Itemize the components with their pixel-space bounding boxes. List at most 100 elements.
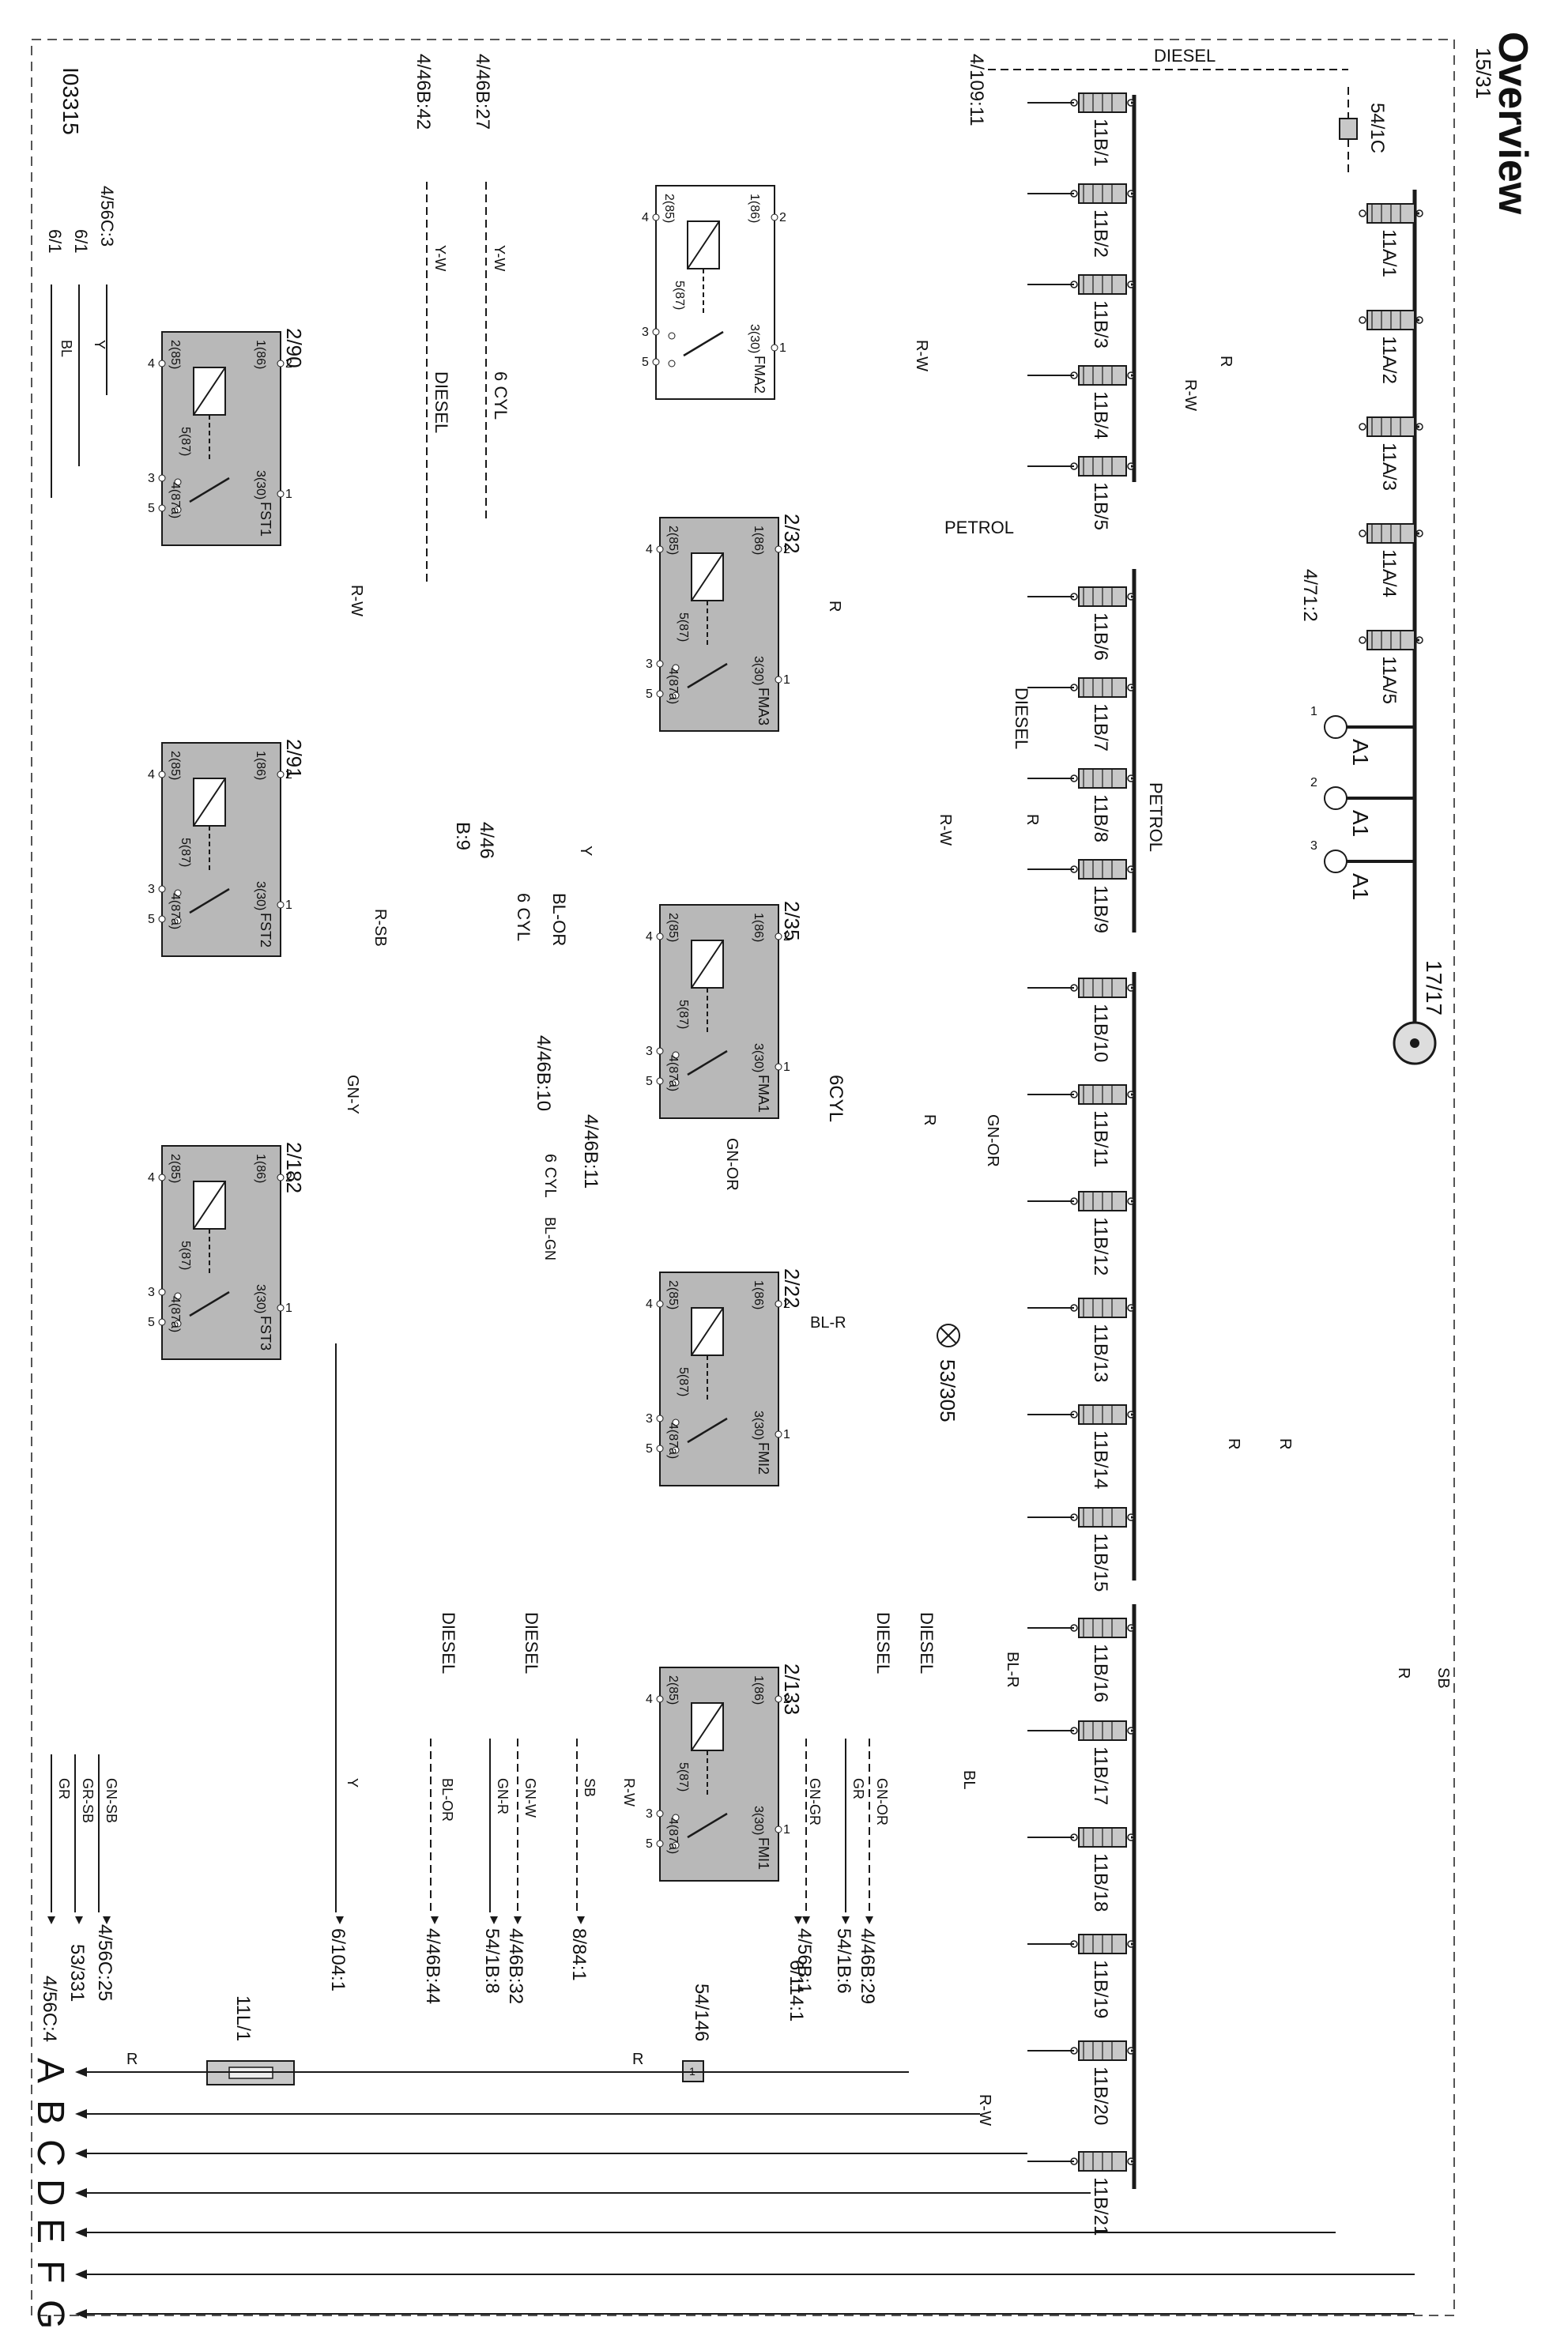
- fuse-label: 11B/13: [1090, 1324, 1111, 1382]
- fuse-label: 11B/18: [1090, 1853, 1111, 1912]
- svg-text:5(87): 5(87): [673, 281, 686, 310]
- fuse-11b-9: 11B/9: [1070, 859, 1135, 933]
- svg-text:3(30): 3(30): [752, 1043, 765, 1072]
- fuse-label: 11A/2: [1378, 336, 1400, 384]
- svg-text:2(85): 2(85): [666, 1280, 680, 1309]
- svg-text:2: 2: [783, 1298, 790, 1311]
- svg-text:2(85): 2(85): [168, 340, 182, 369]
- fuse-label: 11B/3: [1090, 300, 1111, 349]
- fuse-11b-17: 11B/17: [1070, 1720, 1135, 1805]
- fuse-11b-15: 11B/15: [1070, 1507, 1135, 1592]
- svg-text:BL: BL: [58, 340, 74, 357]
- svg-text:GN-GR: GN-GR: [807, 1778, 823, 1825]
- svg-text:1(86): 1(86): [752, 1280, 765, 1309]
- frame-border: [31, 39, 1455, 2316]
- svg-text:Y: Y: [92, 340, 107, 349]
- fuse-11a-1: 11A/1: [1359, 203, 1423, 277]
- svg-text:3(30): 3(30): [254, 881, 267, 910]
- svg-text:3: 3: [642, 326, 649, 339]
- fuse-label: 11B/11: [1090, 1110, 1111, 1168]
- svg-text:4: 4: [148, 1171, 155, 1185]
- svg-text:Y-W: Y-W: [432, 245, 448, 271]
- fuse-11b-10: 11B/10: [1070, 978, 1135, 1062]
- svg-text:DIESEL: DIESEL: [917, 1612, 937, 1674]
- svg-text:2: 2: [1310, 776, 1317, 789]
- svg-text:GN-SB: GN-SB: [104, 1778, 119, 1823]
- svg-text:4(87a): 4(87a): [666, 1422, 680, 1459]
- svg-text:2(85): 2(85): [666, 526, 680, 555]
- bus-letter-a: A: [29, 2058, 71, 2083]
- svg-text:1: 1: [783, 1823, 790, 1837]
- drawing-id: I03315: [58, 67, 83, 135]
- fuse-label: 11B/5: [1090, 482, 1111, 530]
- page-title: Overview: [1490, 32, 1536, 215]
- svg-text:PETROL: PETROL: [1146, 782, 1166, 852]
- fuse-label: 11B/1: [1090, 119, 1111, 167]
- fuse-label: 11B/14: [1090, 1430, 1111, 1489]
- svg-text:R: R: [826, 601, 843, 612]
- fuse-label: 11B/20: [1090, 2067, 1111, 2125]
- fuse-11b-20: 11B/20: [1070, 2040, 1135, 2125]
- svg-text:1: 1: [285, 1302, 292, 1315]
- svg-text:54/146: 54/146: [691, 1984, 712, 2041]
- svg-text:3: 3: [646, 1807, 653, 1821]
- fuse-label: 11B/10: [1090, 1004, 1111, 1062]
- svg-text:2: 2: [779, 211, 786, 224]
- svg-text:1: 1: [783, 673, 790, 687]
- svg-text:R-W: R-W: [913, 340, 930, 371]
- svg-text:DIESEL: DIESEL: [522, 1612, 541, 1674]
- bottom-reference: 54/1B:6: [833, 1928, 854, 1994]
- svg-text:BL-OR: BL-OR: [549, 893, 569, 946]
- svg-text:5(87): 5(87): [677, 1000, 690, 1029]
- svg-text:3: 3: [148, 1286, 155, 1299]
- bus-rails: [75, 2067, 1415, 2319]
- svg-text:54/1C: 54/1C: [1366, 103, 1388, 153]
- connector-a1: A1 A1 A1 1 2 3: [1310, 705, 1415, 900]
- fuse-11b-5: 11B/5: [1070, 456, 1135, 530]
- fuse-label: 11B/12: [1090, 1217, 1111, 1275]
- svg-text:4(87a): 4(87a): [168, 1296, 182, 1332]
- svg-text:BL-GN: BL-GN: [542, 1217, 558, 1260]
- fuse-label: 11A/3: [1378, 443, 1400, 491]
- bus-letter-g: G: [29, 2300, 71, 2329]
- svg-text:5: 5: [646, 1837, 653, 1851]
- fuse-label: 11B/16: [1090, 1644, 1111, 1702]
- svg-text:3: 3: [646, 1045, 653, 1058]
- svg-text:GN-Y: GN-Y: [344, 1075, 361, 1114]
- svg-text:GR: GR: [56, 1778, 72, 1799]
- fuse-11b-18: 11B/18: [1070, 1827, 1135, 1912]
- svg-text:5: 5: [148, 502, 155, 515]
- svg-text:1(86): 1(86): [254, 340, 267, 369]
- bottom-reference: 54/1B:8: [481, 1928, 503, 1994]
- svg-text:A1: A1: [1348, 739, 1373, 766]
- fuse-11b-12: 11B/12: [1070, 1191, 1135, 1275]
- fuse-11b-8: 11B/8: [1070, 768, 1135, 842]
- svg-text:Y-W: Y-W: [492, 245, 507, 271]
- bottom-reference: 53/331: [66, 1944, 88, 2002]
- svg-text:4(87a): 4(87a): [666, 1818, 680, 1854]
- svg-text:Y: Y: [577, 846, 594, 856]
- svg-text:2(85): 2(85): [168, 1154, 182, 1183]
- svg-text:1(86): 1(86): [748, 194, 761, 223]
- svg-text:5: 5: [646, 1075, 653, 1088]
- svg-text:4(87a): 4(87a): [666, 1055, 680, 1091]
- svg-text:SB: SB: [582, 1778, 597, 1797]
- svg-text:3(30): 3(30): [752, 656, 765, 685]
- bottom-reference: 4/46B:32: [505, 1928, 526, 2004]
- relay-id: 2/133: [780, 1663, 804, 1715]
- svg-text:4: 4: [646, 543, 653, 556]
- svg-text:1(86): 1(86): [752, 526, 765, 555]
- svg-text:4/56C:3: 4/56C:3: [97, 186, 117, 247]
- fuse-11b-16: 11B/16: [1070, 1618, 1135, 1702]
- fuse-label: 11A/1: [1378, 229, 1400, 277]
- bottom-reference: 4/56C:25: [94, 1924, 115, 2001]
- svg-text:R: R: [632, 2051, 643, 2068]
- relay-id: 2/91: [282, 739, 306, 779]
- svg-text:R-W: R-W: [621, 1778, 637, 1807]
